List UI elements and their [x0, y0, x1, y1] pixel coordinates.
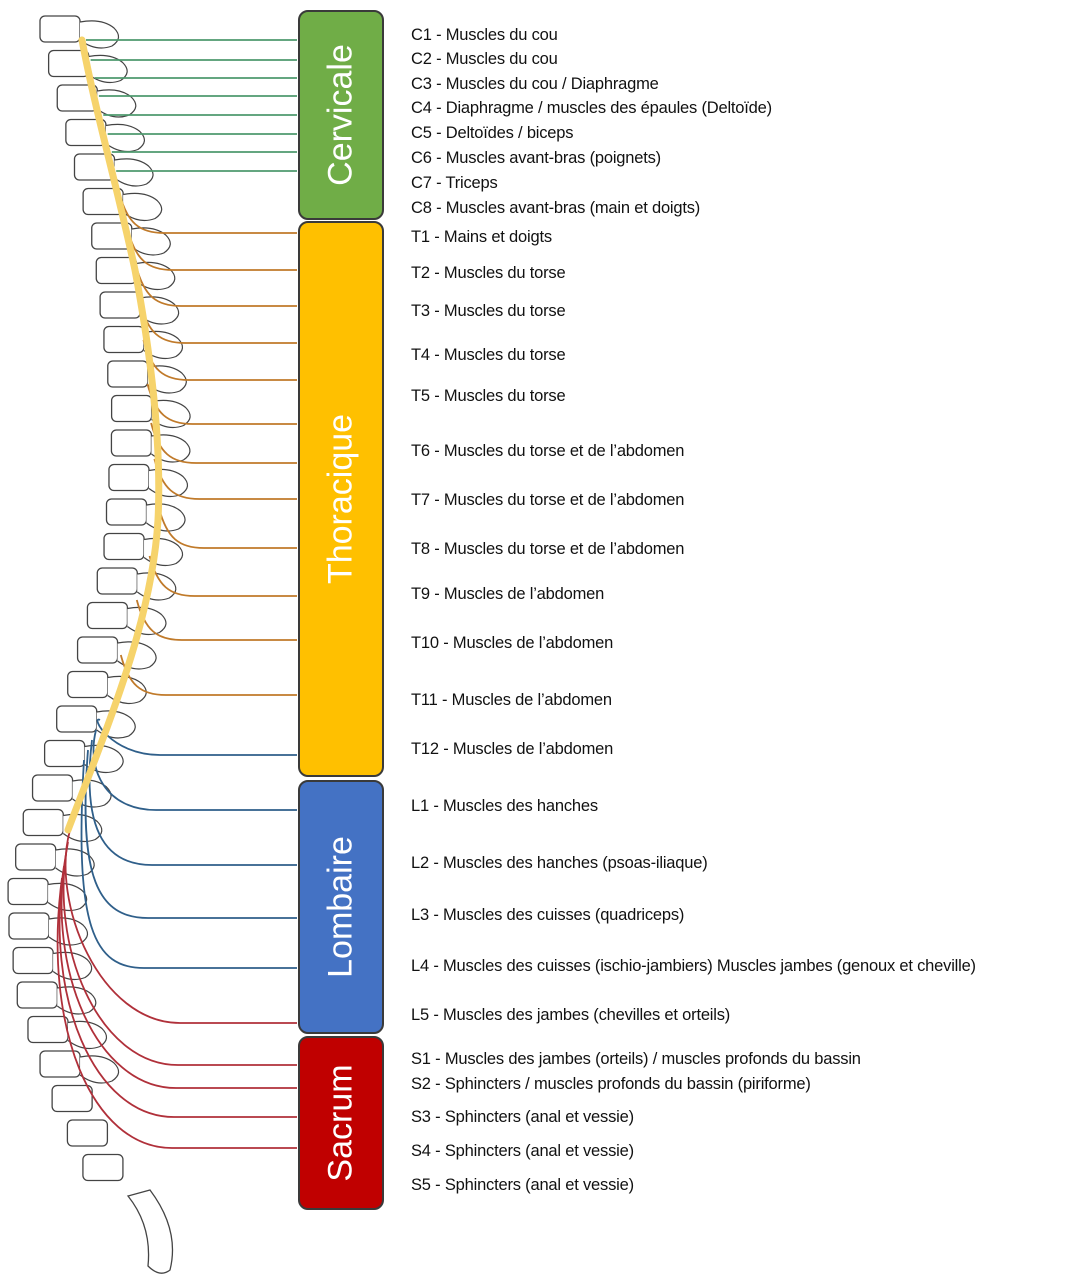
- region-lombaire-label: Lombaire: [322, 836, 361, 978]
- nerve-label: S2 - Sphincters / muscles profonds du ba…: [411, 1076, 811, 1093]
- nerve-label: S4 - Sphincters (anal et vessie): [411, 1143, 634, 1160]
- nerve-label: T8 - Muscles du torse et de l’abdomen: [411, 541, 684, 558]
- nerve-label: T6 - Muscles du torse et de l’abdomen: [411, 443, 684, 460]
- nerve-label: T12 - Muscles de l’abdomen: [411, 741, 613, 758]
- nerve-label: C3 - Muscles du cou / Diaphragme: [411, 76, 659, 93]
- vertebra-body: [97, 568, 137, 594]
- nerve-label: C7 - Triceps: [411, 175, 498, 192]
- vertebra-process: [115, 159, 154, 186]
- nerve-label: L5 - Muscles des jambes (chevilles et or…: [411, 1007, 730, 1024]
- nerve-label: C6 - Muscles avant-bras (poignets): [411, 150, 661, 167]
- nerve-label: T7 - Muscles du torse et de l’abdomen: [411, 492, 684, 509]
- vertebra-process: [106, 124, 145, 151]
- nerve-line-sacral: [66, 830, 297, 1023]
- vertebra-body: [100, 292, 140, 318]
- vertebra-body: [112, 396, 152, 422]
- nerve-label: C5 - Deltoïdes / biceps: [411, 125, 573, 142]
- nerve-label: T4 - Muscles du torse: [411, 347, 565, 364]
- region-sacrum-label: Sacrum: [322, 1064, 361, 1181]
- nerve-line-lumbar: [94, 730, 298, 810]
- region-thoracique-label: Thoracique: [322, 414, 361, 584]
- vertebra-body: [13, 948, 53, 974]
- nerve-label: S5 - Sphincters (anal et vessie): [411, 1177, 634, 1194]
- nerve-line-lumbar: [82, 760, 298, 968]
- nerve-label: S3 - Sphincters (anal et vessie): [411, 1109, 634, 1126]
- vertebra-process: [137, 573, 176, 600]
- vertebra-body: [9, 913, 49, 939]
- vertebra-body: [107, 499, 147, 525]
- vertebra-process: [144, 538, 183, 565]
- region-sacrum: Sacrum: [298, 1036, 384, 1210]
- vertebra-body: [45, 741, 85, 767]
- nerve-label: T9 - Muscles de l’abdomen: [411, 586, 604, 603]
- nerve-label: T3 - Muscles du torse: [411, 303, 565, 320]
- nerve-label: L2 - Muscles des hanches (psoas-iliaque): [411, 855, 708, 872]
- vertebra-body: [67, 1120, 107, 1146]
- vertebra-body: [104, 327, 144, 353]
- vertebra-process: [97, 90, 136, 117]
- vertebra-body: [87, 603, 127, 629]
- region-lombaire: Lombaire: [298, 780, 384, 1034]
- vertebra-body: [78, 637, 118, 663]
- nerve-label: T1 - Mains et doigts: [411, 229, 552, 246]
- vertebra-body: [108, 361, 148, 387]
- vertebra-process: [149, 469, 188, 496]
- vertebra-body: [68, 672, 108, 698]
- vertebra-body: [8, 879, 48, 905]
- region-thoracique: Thoracique: [298, 221, 384, 777]
- coccyx: [128, 1190, 173, 1273]
- vertebra-body: [104, 534, 144, 560]
- nerve-label: S1 - Muscles des jambes (orteils) / musc…: [411, 1051, 861, 1068]
- vertebra-body: [40, 16, 80, 42]
- vertebra-process: [136, 262, 175, 289]
- nerve-label: T5 - Muscles du torse: [411, 388, 565, 405]
- vertebra-body: [16, 844, 56, 870]
- vertebra-body: [83, 1155, 123, 1181]
- vertebra-body: [23, 810, 63, 836]
- nerve-label: C1 - Muscles du cou: [411, 27, 558, 44]
- nerve-label: L1 - Muscles des hanches: [411, 798, 598, 815]
- region-cervicale: Cervicale: [298, 10, 384, 220]
- nerve-line-lumbar: [86, 750, 298, 918]
- vertebra-body: [52, 1086, 92, 1112]
- vertebra-body: [33, 775, 73, 801]
- vertebra-body: [17, 982, 57, 1008]
- vertebra-body: [28, 1017, 68, 1043]
- nerve-label: C4 - Diaphragme / muscles des épaules (D…: [411, 100, 772, 117]
- region-cervicale-label: Cervicale: [322, 44, 361, 186]
- nerve-label: C8 - Muscles avant-bras (main et doigts): [411, 200, 700, 217]
- nerve-label: T10 - Muscles de l’abdomen: [411, 635, 613, 652]
- vertebra-body: [111, 430, 151, 456]
- nerve-label: T11 - Muscles de l’abdomen: [411, 692, 612, 709]
- vertebral-column: [8, 16, 190, 1273]
- vertebra-body: [57, 706, 97, 732]
- nerve-label: T2 - Muscles du torse: [411, 265, 565, 282]
- nerve-label: L3 - Muscles des cuisses (quadriceps): [411, 907, 684, 924]
- nerve-label: L4 - Muscles des cuisses (ischio-jambier…: [411, 958, 976, 975]
- vertebra-body: [109, 465, 149, 491]
- nerve-label: C2 - Muscles du cou: [411, 51, 558, 68]
